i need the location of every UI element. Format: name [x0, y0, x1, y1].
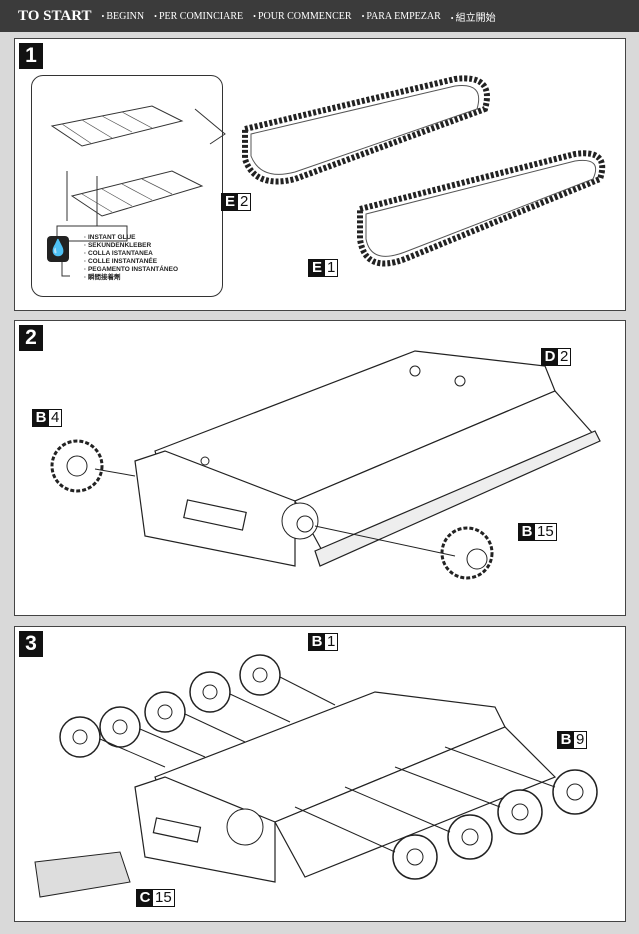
part-letter: B [519, 524, 535, 540]
track-links-illustration [50, 105, 204, 277]
glue-drop-icon: 💧 [47, 236, 69, 262]
road-wheels-illustration [34, 654, 598, 898]
glue-label: · COLLE INSTANTANÉE [84, 258, 158, 265]
step-number: 3 [19, 631, 43, 657]
glue-label: · 瞬間接着劑 [84, 274, 121, 281]
part-number: 1 [325, 259, 338, 276]
glue-label: · INSTANT GLUE [84, 234, 136, 241]
part-number: 1 [325, 633, 338, 650]
glue-label: · SEKUNDENKLEBER [84, 242, 152, 249]
header-translation: POUR COMMENCER [253, 11, 352, 22]
hull-sprocket-illustration [50, 350, 601, 580]
part-number: 2 [238, 193, 251, 210]
part-letter: E [222, 194, 238, 210]
header-translation: PARA EMPEZAR [362, 11, 440, 22]
part-letter: E [309, 260, 325, 276]
tracks-illustration [194, 75, 606, 267]
part-letter: B [33, 410, 49, 426]
header-translation: BEGINN [102, 11, 144, 22]
glue-label: · PEGAMENTO INSTANTÁNEO [84, 266, 179, 273]
part-letter: B [309, 634, 325, 650]
step-number: 2 [19, 325, 43, 351]
header-title: TO START [18, 7, 92, 24]
track-assembly-inset: 💧 · INSTANT GLUE · SEKUNDENKLEBER · COLL… [31, 75, 223, 297]
part-letter: C [137, 890, 153, 906]
part-number: 4 [49, 409, 62, 426]
part-letter: D [542, 349, 558, 365]
part-number: 15 [535, 523, 556, 540]
part-number: 2 [558, 348, 571, 365]
header-bar: TO START BEGINN PER COMINCIARE POUR COMM… [0, 0, 639, 32]
part-number: 15 [153, 889, 174, 906]
part-letter: B [558, 732, 574, 748]
step-number: 1 [19, 43, 43, 69]
header-translation: PER COMINCIARE [154, 11, 243, 22]
glue-label: · COLLA ISTANTANEA [84, 250, 153, 257]
part-number: 9 [574, 731, 587, 748]
glue-legend: · INSTANT GLUE · SEKUNDENKLEBER · COLLA … [84, 234, 178, 282]
header-translation: 組立開始 [451, 9, 496, 24]
step-1-panel: 1 💧 · INSTANT GLUE · SEKUNDENKLEBER · CO… [14, 38, 626, 311]
